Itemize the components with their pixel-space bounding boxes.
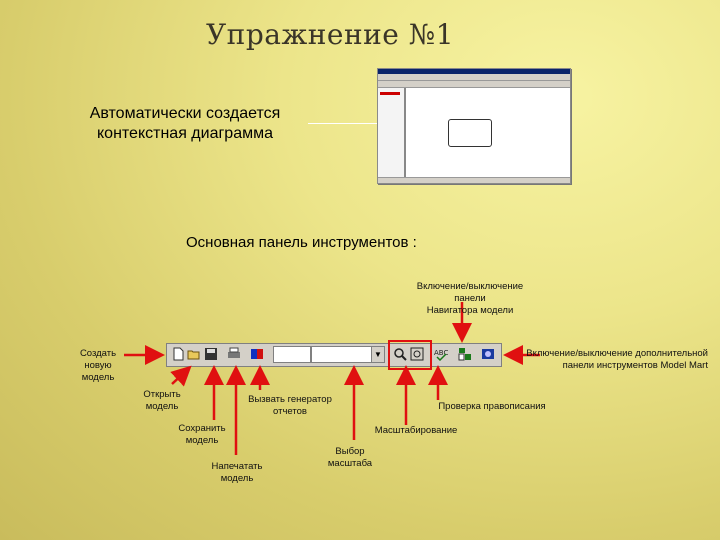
label-save: Сохранить модель [170,423,234,447]
label-navigator-line2: Навигатора модели [426,305,514,316]
model-mart-icon[interactable] [481,347,495,361]
context-diagram-screenshot [377,68,571,184]
label-scale-line1: Выбор [335,446,365,457]
label-create-line3: модель [81,372,115,383]
label-report: Вызвать генератор отчетов [238,394,342,418]
font-combo[interactable] [273,346,311,363]
screenshot-titlebar [378,69,570,74]
label-report-line2: отчетов [273,406,307,417]
label-navigator-line1: Включение/выключение панели [416,281,524,304]
label-model-mart: Включение/выключение дополнительной пане… [506,348,708,372]
zoom-fit-icon[interactable] [410,347,424,361]
arrow-open [170,365,192,387]
navigator-icon[interactable] [458,347,472,361]
scale-combo-dropdown[interactable]: ▼ [371,346,385,363]
label-create: Создать новую модель [68,348,128,384]
screenshot-entity-box [448,119,492,147]
auto-caption-line1: Автоматически создается [89,105,281,122]
label-save-line1: Сохранить [178,423,226,434]
label-print-line1: Напечатать [211,461,263,472]
label-model-mart-line2: панели инструментов Model Mart [562,360,708,371]
zoom-in-icon[interactable] [393,347,407,361]
screenshot-navigator-pane [378,88,406,183]
svg-text:ABC: ABC [434,349,448,357]
slide-title: Упражнение №1 [205,18,455,51]
label-create-line2: новую [84,360,112,371]
main-toolbar: ▼ ABC [166,343,502,367]
label-navigator: Включение/выключение панели Навигатора м… [400,281,540,317]
save-icon[interactable] [204,347,218,361]
label-scale-line2: масштаба [327,458,373,469]
label-report-line1: Вызвать генератор [248,394,332,405]
report-icon[interactable] [250,347,264,361]
auto-caption-line2: контекстная диаграмма [96,125,273,142]
screenshot-menubar [378,74,570,81]
label-open-line1: Открыть [143,389,181,400]
label-zoom: Масштабирование [374,425,458,436]
label-print-line2: модель [220,473,254,484]
label-model-mart-line1: Включение/выключение дополнительной [526,348,708,359]
print-icon[interactable] [227,347,241,361]
label-spell-check: Проверка правописания [438,401,546,412]
label-print: Напечатать модель [204,461,270,485]
label-scale: Выбор масштаба [320,446,380,470]
new-icon[interactable] [171,347,185,361]
auto-diagram-caption: Автоматически создается контекстная диаг… [60,104,310,144]
label-save-line2: модель [185,435,219,446]
open-icon[interactable] [187,347,201,361]
toolbar-section-title: Основная панель инструментов : [186,234,417,251]
caption-connector-line [308,123,380,124]
label-create-line1: Создать [79,348,117,359]
spell-check-icon[interactable]: ABC [434,347,448,362]
label-open-line2: модель [145,401,179,412]
screenshot-statusbar [378,177,570,183]
screenshot-toolbar [378,81,570,88]
label-open: Открыть модель [130,389,194,413]
